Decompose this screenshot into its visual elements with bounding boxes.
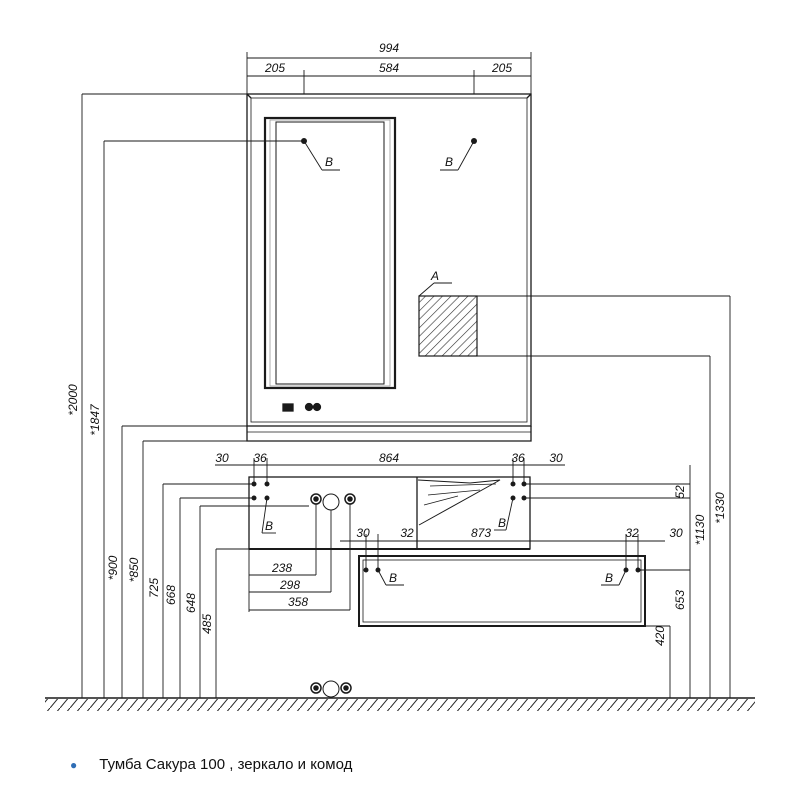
callout-a: A	[430, 269, 439, 283]
dim-top-864: 864	[379, 451, 399, 465]
dim-height-2000: *2000	[66, 384, 80, 416]
dim-height-485: 485	[200, 614, 214, 634]
dim-top-30-right: 30	[549, 451, 563, 465]
pipe-connectors	[310, 493, 356, 698]
dim-420: 420	[653, 626, 667, 646]
dim-height-850: *850	[127, 557, 141, 582]
dim-top-30-left: 30	[215, 451, 229, 465]
dim-chest-30-left: 30	[356, 526, 370, 540]
dim-52: 52	[673, 485, 687, 499]
caption: ● Тумба Сакура 100 , зеркало и комод	[70, 756, 352, 773]
callout-b-mirror-right: B	[445, 155, 453, 169]
dim-side-left: 205	[264, 61, 285, 75]
dim-height-1847: *1847	[88, 403, 102, 436]
dim-238: 238	[271, 561, 292, 575]
dim-chest-32-right: 32	[625, 526, 639, 540]
callout-b-mirror-left: B	[325, 155, 333, 169]
detail-a-hatch	[418, 295, 478, 357]
dim-358: 358	[288, 595, 308, 609]
drawer-cabinet	[358, 555, 646, 627]
dim-653: 653	[673, 590, 687, 610]
dim-height-725: 725	[147, 578, 161, 598]
callout-b-chest-right: B	[605, 571, 613, 585]
dim-height-668: 668	[164, 585, 178, 605]
callout-b-vanity-right: B	[498, 516, 506, 530]
caption-text: Тумба Сакура 100 , зеркало и комод	[99, 756, 353, 773]
dim-298: 298	[279, 578, 300, 592]
floor	[45, 697, 755, 711]
dim-chest-873: 873	[471, 526, 491, 540]
dim-side-right: 205	[491, 61, 512, 75]
dim-overall-width: 994	[379, 41, 399, 55]
dim-chest-32-left: 32	[400, 526, 414, 540]
dim-1130: *1130	[693, 514, 707, 545]
dimension-lines	[81, 52, 731, 698]
mirror-cabinet	[246, 93, 532, 427]
dim-chest-30-right: 30	[669, 526, 683, 540]
dim-height-900: *900	[106, 555, 120, 580]
bullet-icon: ●	[70, 758, 78, 773]
dim-top-36-right: 36	[511, 451, 525, 465]
dim-1330: *1330	[713, 492, 727, 524]
dim-height-648: 648	[184, 593, 198, 613]
dim-top-36-left: 36	[253, 451, 267, 465]
callout-b-vanity-left: B	[265, 519, 273, 533]
dim-center: 584	[379, 61, 399, 75]
callout-b-chest-left: B	[389, 571, 397, 585]
